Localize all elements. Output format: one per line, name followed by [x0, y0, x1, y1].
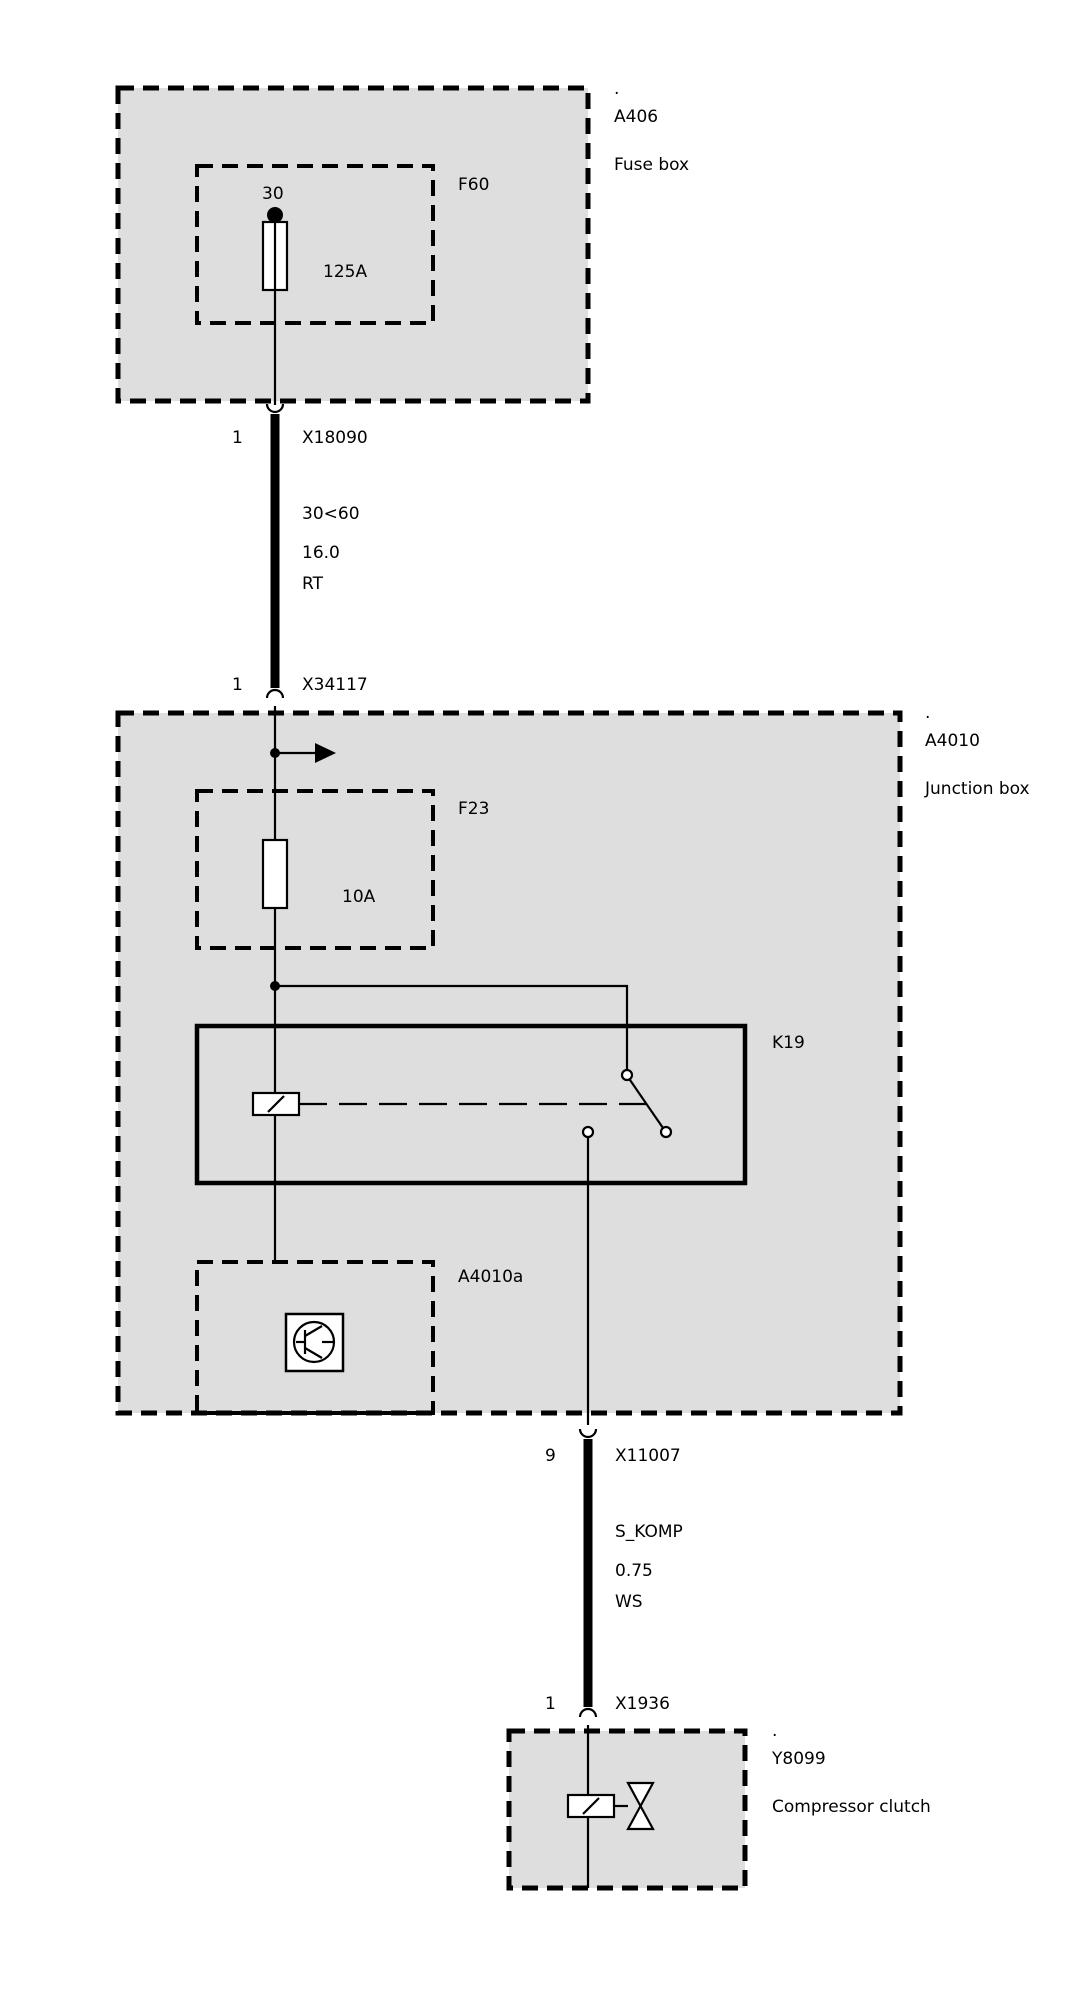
upper-top-connector: X18090	[302, 428, 368, 448]
upper-color: RT	[302, 574, 324, 594]
compressor-clutch-y8099	[506, 1728, 748, 1891]
relay-contact-feed-wire	[275, 984, 629, 1075]
connector-x11007-symbol	[578, 1428, 598, 1439]
valve-icon	[626, 1781, 655, 1831]
upper-signal: 30<60	[302, 504, 360, 524]
f60-id: F60	[458, 175, 489, 195]
a4010-name: Junction box	[924, 779, 1030, 799]
y8099-id: Y8099	[771, 1749, 826, 1769]
f60-rating: 125A	[323, 262, 367, 282]
connector-x18090-symbol	[265, 403, 285, 414]
upper-size: 16.0	[302, 543, 340, 563]
f23-rating: 10A	[342, 887, 376, 907]
transistor-collector	[304, 1325, 323, 1337]
upper-bottom-pin: 1	[232, 675, 243, 695]
fuse-f23-outline	[195, 789, 435, 950]
clutch-coil-slash	[582, 1797, 600, 1815]
connector-x1936-symbol	[578, 1707, 598, 1718]
lower-top-connector: X11007	[615, 1446, 681, 1466]
a4010-dot: .	[925, 703, 930, 723]
relay-switch-blade	[629, 1079, 664, 1129]
branch-arrow-icon	[315, 743, 336, 763]
lower-color: WS	[615, 1592, 643, 1612]
upper-top-pin: 1	[232, 428, 243, 448]
y8099-name: Compressor clutch	[772, 1797, 931, 1817]
lower-size: 0.75	[615, 1561, 653, 1581]
relay-k19-outline	[194, 1023, 748, 1186]
connector-x34117-symbol	[265, 688, 285, 699]
a406-id: A406	[614, 107, 658, 127]
transistor-emitter	[304, 1347, 323, 1359]
fuse-f23-symbol	[261, 838, 289, 910]
lower-bottom-connector: X1936	[615, 1694, 670, 1714]
a4010-id: A4010	[925, 731, 980, 751]
y8099-dot: .	[772, 1721, 777, 1741]
a406-name: Fuse box	[614, 155, 689, 175]
f60-pin: 30	[262, 184, 284, 204]
k19-id: K19	[772, 1033, 805, 1053]
upper-bottom-connector: X34117	[302, 675, 368, 695]
lower-top-pin: 9	[545, 1446, 556, 1466]
fuse-f60-outline	[195, 164, 435, 325]
relay-nc-contact	[659, 1125, 673, 1139]
a4010a-id: A4010a	[458, 1267, 523, 1287]
lower-signal: S_KOMP	[615, 1522, 683, 1542]
a406-dot: .	[614, 79, 619, 99]
relay-no-contact	[581, 1125, 595, 1139]
fuse-box-a406	[115, 85, 591, 404]
module-a4010a-outline	[195, 1260, 435, 1415]
lower-bottom-pin: 1	[545, 1694, 556, 1714]
junction-box-a4010	[115, 710, 903, 1416]
f23-id: F23	[458, 799, 489, 819]
relay-coil-slash	[267, 1095, 285, 1113]
relay-common-contact	[620, 1068, 634, 1082]
